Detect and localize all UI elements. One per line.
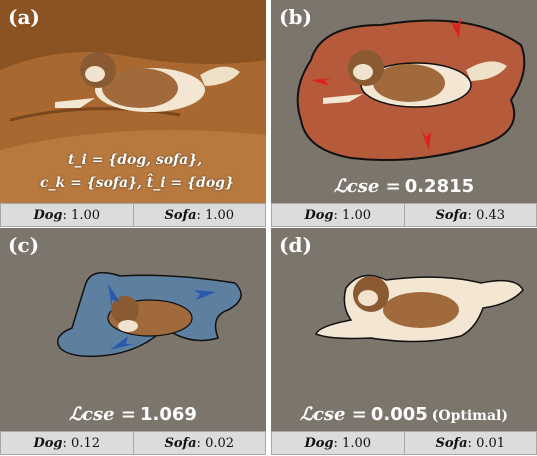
panel-label: (c) xyxy=(8,233,40,257)
mask-illustration-c xyxy=(57,271,242,358)
mask-illustration-d xyxy=(315,274,524,343)
dog-figure xyxy=(55,52,240,112)
score-bar-b: Dog: 1.00 Sofa: 0.43 xyxy=(271,203,537,227)
sofa-score: Sofa: 0.02 xyxy=(132,432,266,454)
panel-d: (d) ℒcse =0.005(Optimal) xyxy=(271,228,537,431)
score-bar-c: Dog: 0.12 Sofa: 0.02 xyxy=(0,431,266,455)
loss-readout: ℒcse =1.069 xyxy=(69,404,197,425)
sofa-score: Sofa: 0.01 xyxy=(403,432,537,454)
dog-score: Dog: 0.12 xyxy=(33,435,100,451)
sofa-score: Sofa: 1.00 xyxy=(132,204,266,226)
panel-label: (d) xyxy=(279,233,312,257)
panel-label: (b) xyxy=(279,5,312,29)
red-arrows xyxy=(311,18,461,150)
arrow-icon xyxy=(110,336,134,350)
score-bar-d: Dog: 1.00 Sofa: 0.01 xyxy=(271,431,537,455)
arrow-icon xyxy=(311,78,333,86)
mask-illustration-b xyxy=(296,18,526,161)
dog-score: Dog: 1.00 xyxy=(304,435,371,451)
loss-readout: ℒcse =0.005(Optimal) xyxy=(299,404,509,425)
loss-readout: ℒcse =0.2815 xyxy=(333,176,475,197)
photo-dog-on-sofa xyxy=(0,0,266,203)
caption-line-2: c_k = {sofa}, t̂_i = {dog} xyxy=(40,175,234,191)
dog-score: Dog: 1.00 xyxy=(33,207,100,223)
dog-cutout xyxy=(323,50,507,108)
arrow-icon xyxy=(451,18,461,38)
dog-exact-mask xyxy=(315,274,524,343)
caption-line-1: t_i = {dog, sofa}, xyxy=(68,152,203,168)
blue-arrows xyxy=(108,284,216,350)
sofa-score: Sofa: 0.43 xyxy=(403,204,537,226)
dog-partial xyxy=(107,296,193,337)
panel-b: (b) ℒcse =0.2815 xyxy=(271,0,537,203)
arrow-icon xyxy=(421,130,431,150)
panel-label: (a) xyxy=(8,5,40,29)
score-bar-a: Dog: 1.00 Sofa: 1.00 xyxy=(0,203,266,227)
panel-c: (c) ℒcse =1.069 xyxy=(0,228,266,431)
dog-score: Dog: 1.00 xyxy=(304,207,371,223)
arrow-icon xyxy=(194,290,216,300)
panel-a: (a) t_i = {dog, sofa}, c_k = {sofa}, t̂_… xyxy=(0,0,266,203)
arrow-icon xyxy=(108,284,120,308)
